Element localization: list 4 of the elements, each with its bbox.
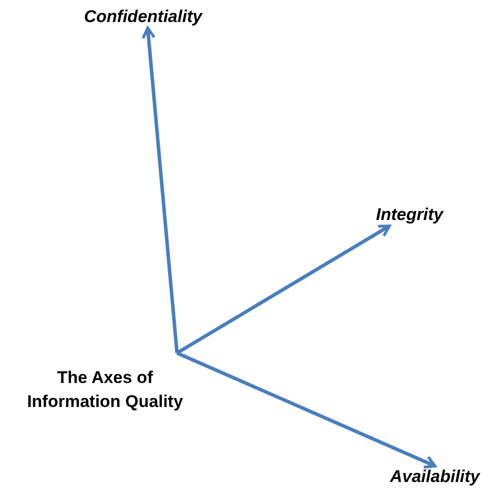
diagram-caption: The Axes of Information Quality	[26, 367, 184, 413]
axis-label: Integrity	[376, 204, 444, 226]
axis-label: Availability	[390, 466, 480, 488]
axis-label: Confidentiality	[84, 6, 202, 28]
